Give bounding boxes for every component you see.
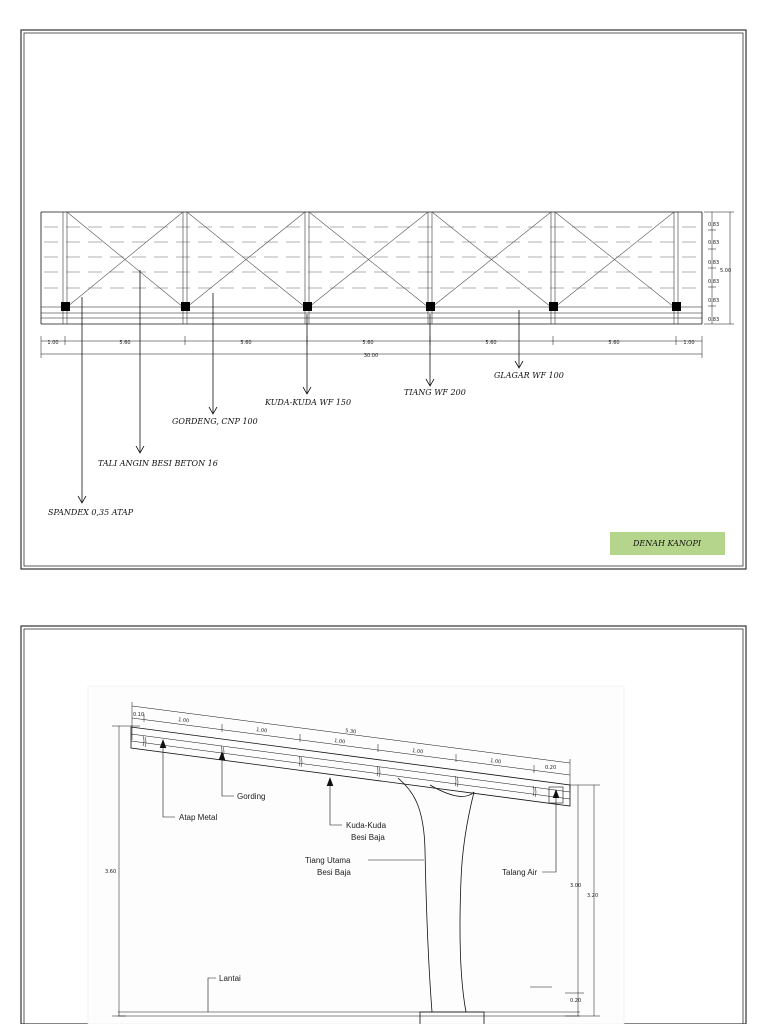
plan-purlins [44, 226, 700, 289]
dim-top: 1.00 [256, 727, 268, 734]
plan-bracing [66, 211, 675, 308]
dim-total-length: 30.00 [364, 353, 378, 359]
plan-dim-right: 0.83 0.83 0.83 0.83 0.83 0.83 5.00 [704, 211, 734, 325]
plan-frame-outer [20, 29, 747, 570]
column-marker [303, 302, 312, 311]
label-talang-air: Talang Air [502, 868, 537, 877]
label-lantai: Lantai [219, 974, 241, 983]
label-tiang: TIANG WF 200 [404, 388, 466, 397]
dim-height-right-c: 0.20 [570, 998, 581, 1004]
dim-height-left: 3.60 [105, 869, 116, 875]
dim-row: 0.83 [708, 222, 719, 228]
dim-bay: 5.60 [119, 340, 130, 346]
dim-bay: 1.00 [47, 340, 58, 346]
plan-frame-inner [23, 32, 744, 567]
label-gording-elev: Gording [237, 792, 265, 801]
dim-row: 0.83 [708, 260, 719, 266]
elevation-left-dim [112, 725, 140, 1017]
label-kuda-kuda-elev-2: Besi Baja [351, 833, 385, 842]
elevation-panel: 0.10 1.00 1.00 1.00 1.00 1.00 0.20 5.30 [20, 625, 747, 1024]
dim-bay: 5.60 [240, 340, 251, 346]
gording-markers [142, 735, 537, 798]
label-gording: GORDENG, CNP 100 [172, 417, 258, 426]
dim-top: 0.20 [545, 765, 556, 771]
dim-top: 0.10 [133, 712, 144, 718]
dim-top: 1.00 [490, 758, 502, 765]
column-marker [426, 302, 435, 311]
dim-bay: 5.60 [362, 340, 373, 346]
dim-bay: 5.60 [485, 340, 496, 346]
dim-bay: 1.00 [683, 340, 694, 346]
label-atap-metal: Atap Metal [179, 813, 217, 822]
dim-row: 0.83 [708, 317, 719, 323]
label-kuda-kuda: KUDA-KUDA WF 150 [264, 398, 351, 407]
elevation-frame-outer [20, 625, 747, 1024]
column-marker [549, 302, 558, 311]
dim-total-width: 5.00 [720, 268, 731, 274]
plan-title: DENAH KANOPI [632, 539, 702, 548]
dim-bay: 5.60 [608, 340, 619, 346]
label-kuda-kuda-elev-1: Kuda-Kuda [346, 821, 387, 830]
column-marker [672, 302, 681, 311]
dim-row: 0.83 [708, 298, 719, 304]
plan-columns [61, 302, 681, 311]
main-column [397, 777, 475, 1013]
dim-row: 0.83 [708, 279, 719, 285]
dim-top: 1.00 [178, 717, 190, 724]
dim-top: 1.00 [412, 748, 424, 755]
label-gelagar: GLAGAR WF 100 [494, 371, 564, 380]
label-tiang-utama-2: Besi Baja [317, 868, 351, 877]
plan-leaders [77, 270, 524, 504]
plan-panel: 1.00 5.60 5.60 5.60 5.60 5.60 1.00 30.00… [20, 29, 747, 570]
elevation-right-dim [530, 784, 600, 1017]
elevation-drawing-area [87, 685, 625, 1024]
elevation-leaders [159, 739, 560, 1012]
dim-height-right-b: 3.20 [587, 893, 598, 899]
dim-top: 1.00 [334, 738, 346, 745]
plan-canopy-outline [40, 211, 703, 325]
dim-top-total: 5.30 [345, 728, 357, 735]
dim-row: 0.83 [708, 240, 719, 246]
dim-height-right-a: 3.00 [570, 883, 581, 889]
elevation-frame-inner [23, 628, 744, 1024]
title-block [610, 532, 725, 555]
label-spandex: SPANDEX 0,35 ATAP [48, 508, 134, 517]
label-tali-angin: TALI ANGIN BESI BETON 16 [98, 459, 218, 468]
plan-dim-chain: 1.00 5.60 5.60 5.60 5.60 5.60 1.00 30.00 [40, 336, 703, 359]
column-marker [61, 302, 70, 311]
label-tiang-utama-1: Tiang Utama [305, 856, 351, 865]
column-marker [181, 302, 190, 311]
roof-beam [130, 726, 571, 807]
